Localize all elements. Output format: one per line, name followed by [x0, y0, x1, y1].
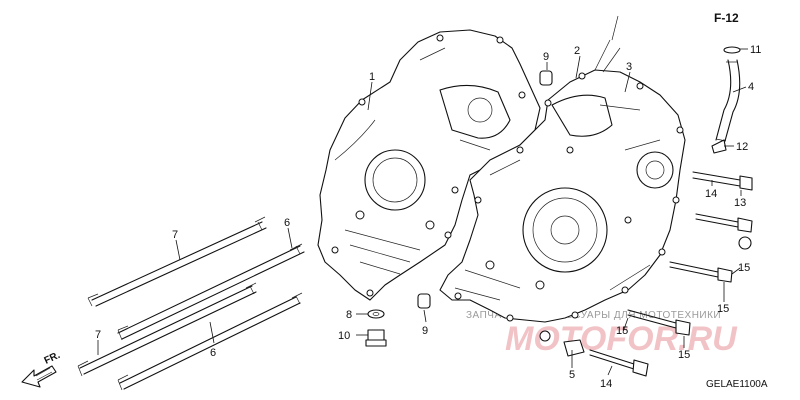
callout-14-upper: 14: [705, 188, 717, 200]
callout-2: 2: [574, 45, 580, 57]
callout-7-lower: 7: [95, 329, 101, 341]
callout-labels: 1 2 3 4 5 6 6 7 7 8 9 9 10 11 12 13 14 1…: [95, 44, 761, 390]
callout-4: 4: [748, 81, 754, 93]
front-direction-arrow: [21, 365, 57, 388]
callout-10: 10: [338, 330, 350, 342]
watermark-tagline: ЗАПЧАСТИ И АКСЕССУАРЫ ДЛЯ МОТОТЕХНИКИ: [466, 310, 721, 321]
tube-clip-upper: [723, 46, 741, 54]
callout-9-lower: 9: [422, 325, 428, 337]
drain-washer: [367, 309, 385, 319]
callout-5: 5: [569, 369, 575, 381]
callout-9-upper: 9: [543, 51, 549, 63]
tube-clip-lower: [711, 139, 727, 154]
callout-7-upper: 7: [172, 229, 178, 241]
callout-15-left: 15: [616, 325, 628, 337]
callout-15-lower: 15: [678, 349, 690, 361]
callout-1: 1: [369, 71, 375, 83]
callout-11: 11: [750, 44, 761, 56]
callout-3: 3: [626, 61, 632, 73]
callout-8: 8: [346, 309, 352, 321]
diagram-code: GELAE1100A: [706, 379, 768, 390]
callout-13: 13: [734, 197, 746, 209]
dowel-pin-lower: [417, 293, 431, 309]
dowel-pin-upper: [539, 70, 553, 86]
drain-bolt: [365, 329, 387, 347]
callout-12: 12: [736, 141, 748, 153]
leader-lines: [97, 48, 748, 376]
callout-6-lower: 6: [210, 347, 216, 359]
reference-label: F-12: [714, 11, 739, 25]
crankcase-studs: [77, 216, 305, 391]
bolts: [539, 171, 753, 377]
callout-6-upper: 6: [284, 217, 290, 229]
front-direction-label: FR.: [43, 350, 62, 367]
callout-14-lower: 14: [600, 378, 612, 390]
right-crankcase: [439, 15, 686, 323]
callout-15-right: 15: [738, 262, 750, 274]
breather-tube: [715, 59, 741, 142]
callout-15-mid: 15: [717, 303, 729, 315]
